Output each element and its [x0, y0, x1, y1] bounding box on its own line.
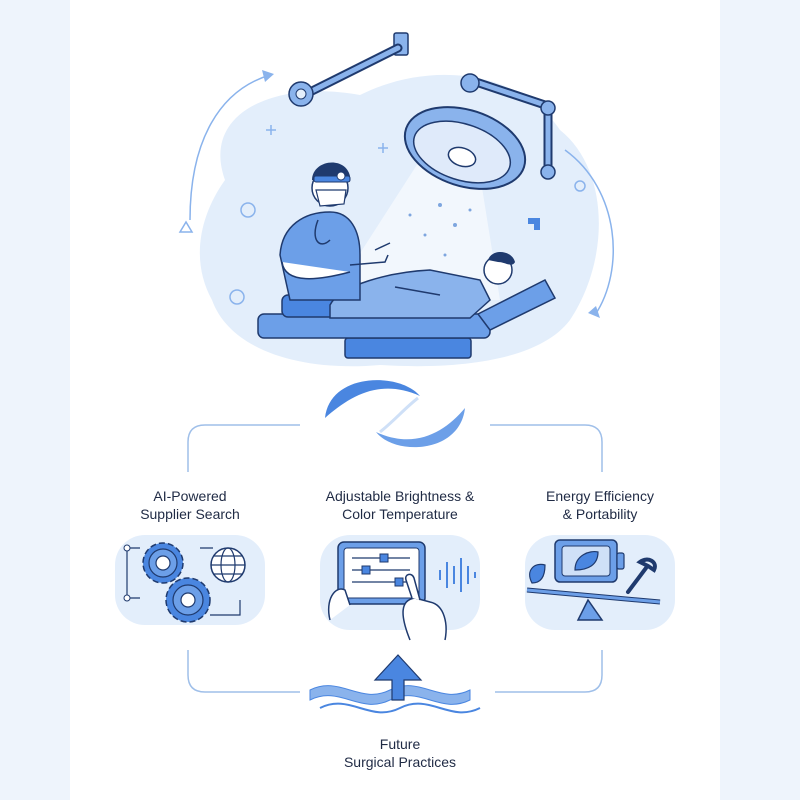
operating-table-icon: [257, 279, 557, 359]
triangle-deco: [178, 220, 194, 233]
plus-deco: [266, 125, 276, 135]
light-beam: [330, 160, 500, 300]
surgeon-icon: [279, 162, 391, 301]
circle-deco: [240, 202, 256, 218]
flow-frame-bottom: [187, 650, 603, 693]
feature-label-energy-portability: Energy Efficiency & Portability: [510, 487, 690, 523]
flow-frame-top: [187, 424, 603, 472]
upward-arrow-icon: [309, 654, 481, 714]
outcome-label-future-surgical: Future Surgical Practices: [300, 735, 500, 771]
label-line: Supplier Search: [140, 506, 240, 522]
circle-deco: [574, 180, 586, 192]
label-line: Color Temperature: [342, 506, 458, 522]
label-line: Future: [379, 736, 421, 752]
lamp-arm-icon: [288, 32, 409, 107]
surgical-light-icon: [403, 73, 556, 190]
control-panel-icon: [320, 535, 480, 641]
circle-deco: [229, 289, 245, 305]
label-line: Surgical Practices: [343, 754, 457, 770]
arrow-head-top: [262, 70, 274, 82]
battery-leaf-icon: [525, 535, 675, 630]
label-line: Energy Efficiency: [546, 488, 654, 504]
label-line: AI-Powered: [153, 488, 227, 504]
arrow-head-right: [588, 306, 600, 318]
plus-deco: [378, 143, 388, 153]
feature-label-brightness-color: Adjustable Brightness & Color Temperatur…: [300, 487, 500, 523]
orbit-arc-right: [564, 149, 614, 316]
gears-globe-icon: [115, 535, 265, 625]
swirl-connector-icon: [325, 380, 465, 448]
feature-label-ai-supplier-search: AI-Powered Supplier Search: [110, 487, 270, 523]
label-line: & Portability: [562, 506, 638, 522]
block-deco: [528, 218, 540, 230]
orbit-arc-left: [189, 74, 271, 221]
label-line: Adjustable Brightness &: [325, 488, 475, 504]
